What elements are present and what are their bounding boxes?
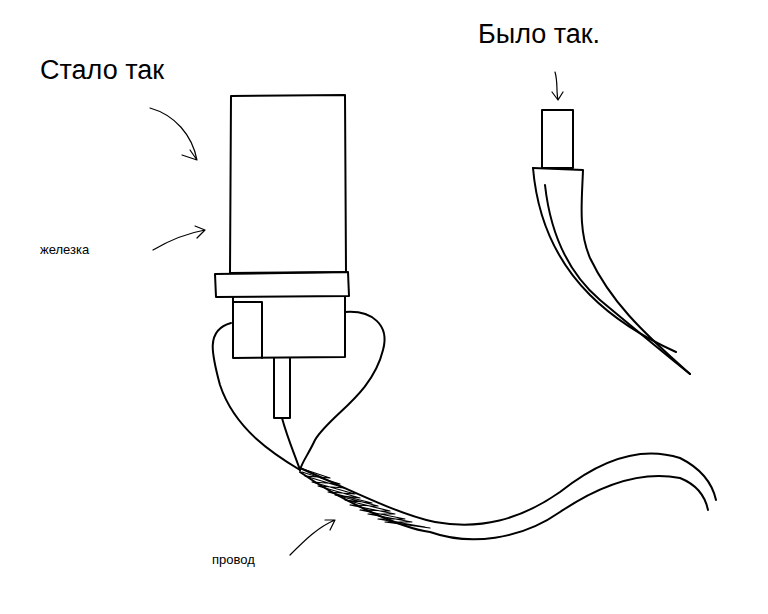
wire-pin bbox=[282, 418, 300, 470]
annotation-label: железка bbox=[40, 243, 89, 257]
annotation-label: Было так. bbox=[478, 20, 600, 50]
pointer-arrow bbox=[552, 72, 563, 100]
old-body bbox=[533, 168, 690, 374]
cable-bottom bbox=[300, 472, 708, 539]
wire-right bbox=[300, 312, 385, 470]
old-cable-left bbox=[533, 168, 676, 352]
pointer-arrow bbox=[150, 108, 197, 160]
metal-body bbox=[230, 95, 346, 273]
old-tip bbox=[542, 110, 573, 168]
old-cable-inner bbox=[545, 185, 690, 374]
lower-body bbox=[233, 297, 345, 358]
flange bbox=[215, 272, 349, 297]
annotation-label: провод bbox=[212, 553, 255, 567]
cable-top bbox=[300, 453, 716, 524]
inner-block bbox=[233, 302, 262, 358]
pin bbox=[274, 358, 290, 418]
pointer-arrow bbox=[153, 226, 205, 250]
pointer-arrow bbox=[290, 520, 335, 555]
wire-left bbox=[213, 323, 300, 470]
annotation-label: Стало так bbox=[40, 56, 164, 86]
